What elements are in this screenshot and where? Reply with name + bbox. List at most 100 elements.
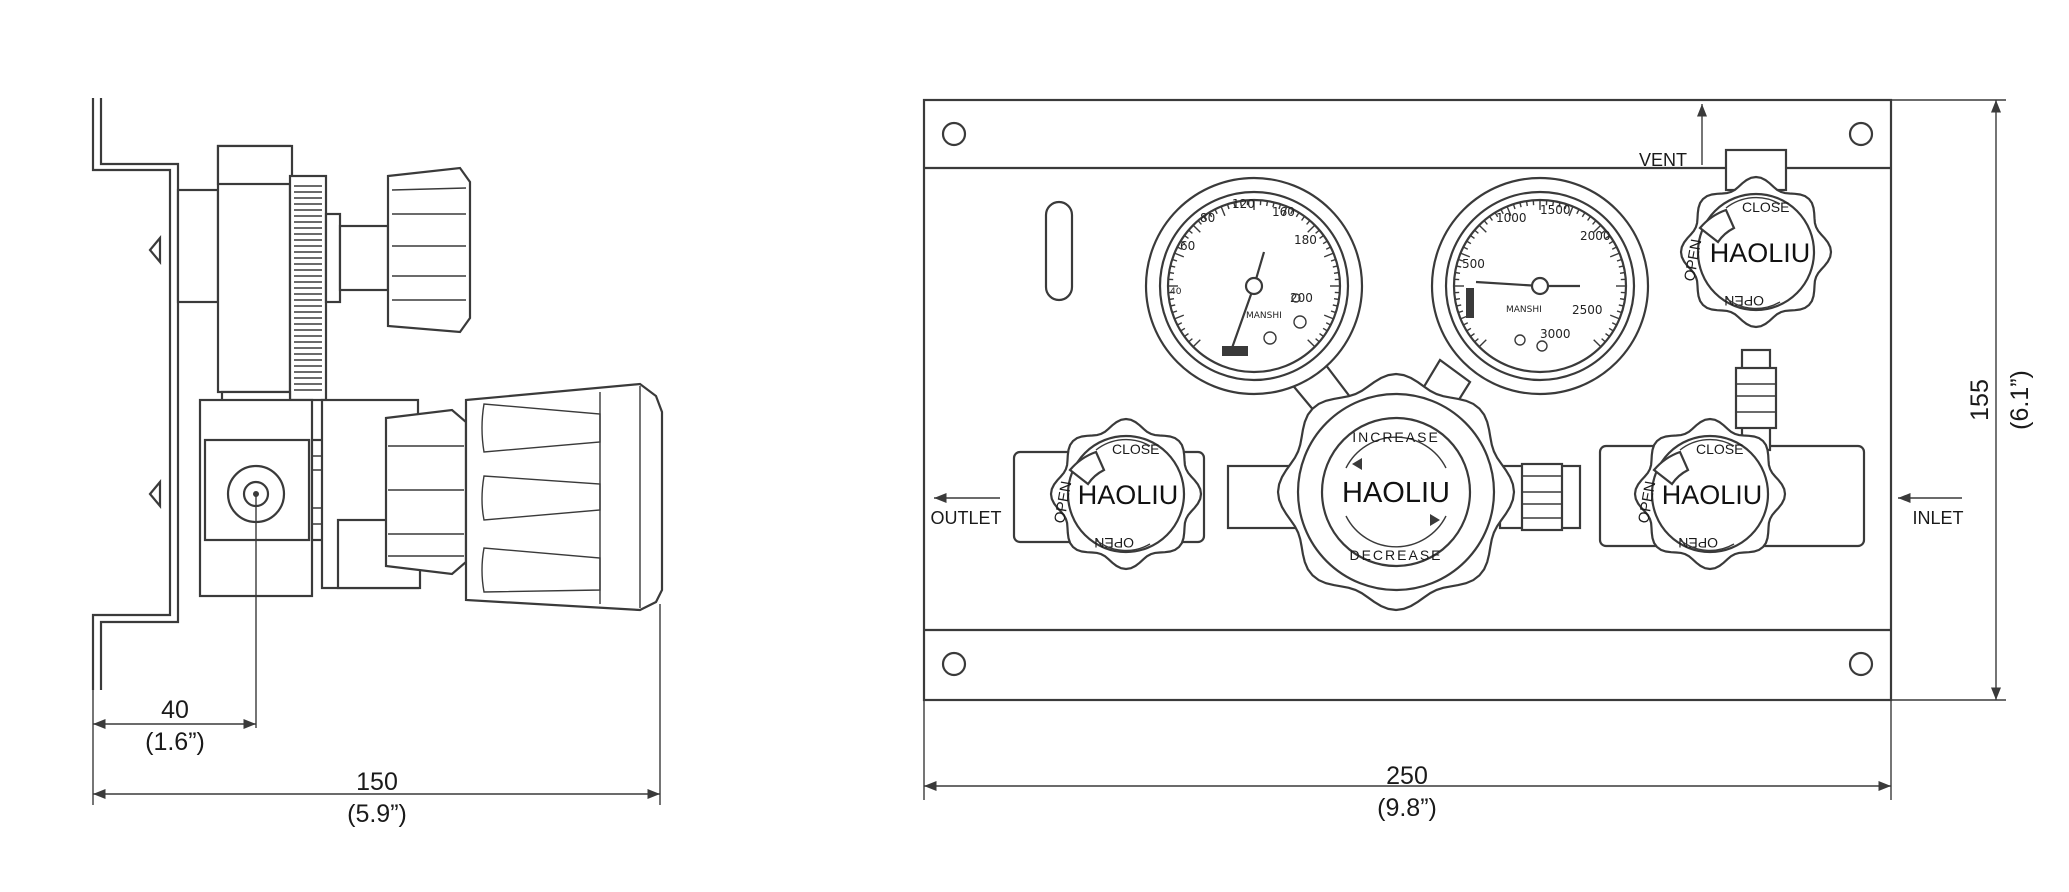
gauge-tick: [1330, 258, 1337, 262]
gauge-tick: [1272, 202, 1275, 208]
gauge-tick: [1322, 327, 1328, 332]
gauge-tick: [1618, 304, 1624, 307]
gauge-tick: [1605, 234, 1611, 239]
front-view: VENT OUTLET INLET: [922, 98, 2034, 822]
svg-text:60: 60: [1180, 239, 1195, 253]
gauge-tick: [1525, 200, 1528, 207]
dim-depth-value: 150: [356, 768, 398, 796]
gauge-tick: [1177, 322, 1183, 326]
gauge-tick: [1618, 265, 1624, 268]
gauge-tick: [1307, 224, 1316, 233]
pressure-gauge-right: 500 1000 1500 2000 2500 3000 MANSHI: [1430, 176, 1650, 396]
gauge-tick: [1239, 200, 1242, 207]
gauge-tick: [1306, 220, 1311, 225]
gauge-tick: [1330, 310, 1337, 314]
gauge-tick: [1177, 246, 1183, 250]
valve-close-label: CLOSE: [1112, 441, 1159, 457]
side-view: 40 (1.6”) 150 (5.9”): [91, 98, 664, 828]
vent-valve-knob[interactable]: OPEN CLOSE OPEN HAOLIU: [1679, 148, 1833, 329]
mounting-hole: [941, 651, 967, 677]
gauge-tick: [1592, 220, 1597, 225]
valve-brand-label: HAOLIU: [1078, 480, 1179, 510]
gauge-tick: [1558, 202, 1561, 208]
svg-text:MANSHI: MANSHI: [1246, 311, 1282, 321]
gauge-tick: [1174, 314, 1185, 320]
gauge-tick: [1290, 209, 1294, 215]
increase-label: INCREASE: [1352, 429, 1440, 445]
svg-text:120: 120: [1232, 197, 1255, 211]
gauge-tick: [1226, 203, 1230, 210]
gauge-tick: [1552, 200, 1555, 207]
svg-text:500: 500: [1462, 257, 1485, 271]
gauge-tick: [1611, 246, 1617, 250]
svg-text:40: 40: [1170, 287, 1182, 297]
gauge-needle: [1230, 285, 1256, 349]
gauge-zero-band: [1222, 346, 1248, 356]
valve-close-label: CLOSE: [1696, 441, 1743, 457]
gauge-tick: [1506, 206, 1512, 217]
svg-text:2000: 2000: [1580, 229, 1611, 243]
gauge-tick: [1183, 234, 1189, 239]
gauge-tick: [1488, 215, 1493, 221]
gauge-tick: [1208, 212, 1213, 218]
gauge-tick: [1616, 258, 1623, 262]
gauge-tick: [1183, 333, 1189, 338]
gauge-tick: [1322, 240, 1328, 245]
gauge-tick: [1332, 304, 1338, 307]
gauge-tick: [1564, 203, 1568, 210]
valve-brand-label: HAOLIU: [1662, 480, 1763, 510]
gauge-tick: [1170, 265, 1176, 268]
gauge-tick: [1457, 258, 1464, 262]
gauge-tick: [1202, 215, 1207, 221]
gauge-tick: [1608, 240, 1614, 245]
gauge-tick: [1301, 215, 1306, 221]
svg-text:80: 80: [1200, 211, 1215, 225]
gauge-tick: [1601, 338, 1606, 343]
gauge-tick: [1278, 203, 1282, 210]
svg-text:160: 160: [1272, 205, 1295, 219]
gauge-tick: [1323, 252, 1334, 258]
gauge-tick: [1332, 265, 1338, 268]
regulator-knob[interactable]: INCREASE HAOLIU DECREASE: [1276, 372, 1516, 612]
gauge-tick: [1315, 229, 1320, 234]
valve-open-label-bottom: OPEN: [1094, 535, 1134, 551]
gauge-tick: [1168, 298, 1175, 301]
vent-label: VENT: [1639, 150, 1687, 170]
gauge-tick: [1619, 271, 1626, 274]
gauge-tick: [1323, 314, 1334, 320]
gauge-tick: [1593, 224, 1602, 233]
gauge-tick: [1295, 212, 1300, 218]
dim-width-value: 250: [1386, 762, 1428, 790]
gauge-tick: [1171, 310, 1178, 314]
gauge-tick: [1460, 252, 1471, 258]
dim-width-imperial: (9.8”): [1377, 794, 1437, 822]
gauge-tick: [1609, 314, 1620, 320]
inlet-valve-knob[interactable]: OPEN CLOSE OPEN HAOLIU: [1633, 417, 1787, 571]
gauge-tick: [1325, 322, 1331, 326]
gauge-tick: [1315, 338, 1320, 343]
svg-text:3000: 3000: [1540, 327, 1571, 341]
gauge-tick: [1180, 240, 1186, 245]
gauge-tick: [1333, 298, 1340, 301]
outlet-valve-knob[interactable]: OPEN CLOSE OPEN HAOLIU: [1049, 417, 1203, 571]
gauge-tick: [1611, 322, 1617, 326]
gauge-tick: [1174, 252, 1185, 258]
gauge-body-side: [176, 144, 472, 402]
gauge-tick: [1307, 339, 1316, 348]
gauge-tick: [1616, 310, 1623, 314]
svg-text:200: 200: [1290, 291, 1313, 305]
gauge-tick: [1593, 339, 1602, 348]
gauge-tick: [1233, 202, 1236, 208]
valve-open-label-bottom: OPEN: [1678, 535, 1718, 551]
svg-text:MANSHI: MANSHI: [1506, 305, 1542, 315]
gauge-tick: [1454, 298, 1461, 301]
gauge-tick: [1609, 252, 1620, 258]
regulator-brand-label: HAOLIU: [1342, 477, 1450, 509]
gauge-tick: [1319, 234, 1325, 239]
gauge-tick: [1188, 229, 1193, 234]
valve-close-label: CLOSE: [1742, 199, 1789, 215]
svg-text:180: 180: [1294, 233, 1317, 247]
svg-text:2500: 2500: [1572, 303, 1603, 317]
mounting-hole: [1848, 651, 1874, 677]
gauge-tick: [1466, 240, 1472, 245]
